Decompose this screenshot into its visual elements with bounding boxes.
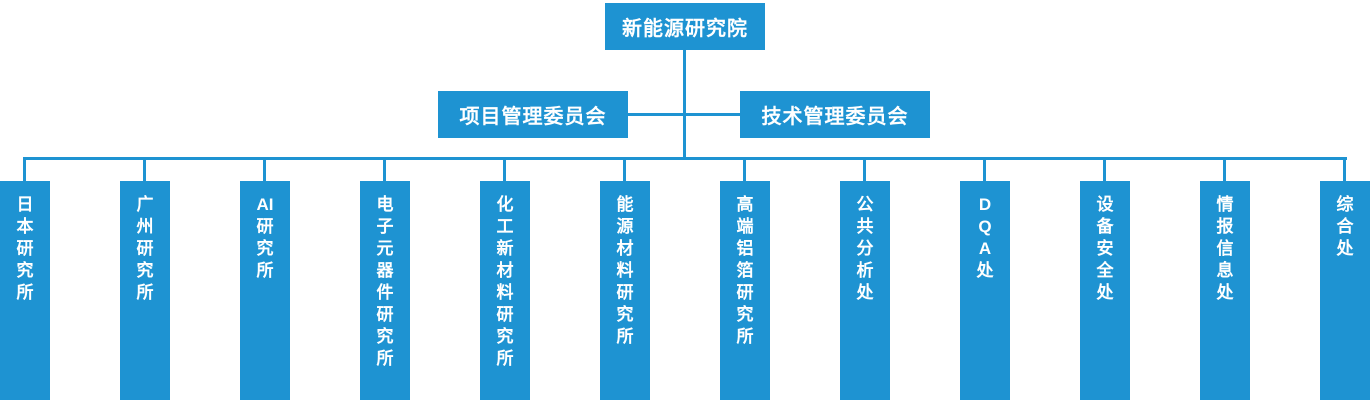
connector-stub-2 [263,157,266,182]
org-node-dept-0: 日 本 研 究 所 [0,181,50,400]
org-node-dept-1: 广 州 研 究 所 [120,181,170,400]
connector-stub-1 [143,157,146,182]
org-node-committee-technology: 技术管理委员会 [740,91,930,138]
connector-stub-9 [1103,157,1106,182]
connector-stub-0 [23,157,26,182]
connector-stub-7 [863,157,866,182]
org-node-dept-11: 综 合 处 [1320,181,1370,400]
org-node-dept-9: 设 备 安 全 处 [1080,181,1130,400]
org-node-dept-6: 高 端 铝 箔 研 究 所 [720,181,770,400]
org-node-dept-3: 电 子 元 器 件 研 究 所 [360,181,410,400]
connector-root-trunk [683,50,686,160]
connector-stub-10 [1223,157,1226,182]
connector-stub-4 [503,157,506,182]
org-node-dept-5: 能 源 材 料 研 究 所 [600,181,650,400]
org-node-dept-7: 公 共 分 析 处 [840,181,890,400]
connector-committees [628,113,740,116]
connector-departments-rail [23,157,1347,160]
connector-stub-5 [623,157,626,182]
org-node-root: 新能源研究院 [605,3,765,50]
org-node-dept-10: 情 报 信 息 处 [1200,181,1250,400]
connector-stub-6 [743,157,746,182]
connector-stub-11 [1343,157,1346,182]
connector-stub-3 [383,157,386,182]
org-node-dept-2: AI 研 究 所 [240,181,290,400]
org-node-committee-project: 项目管理委员会 [438,91,628,138]
org-node-dept-8: D Q A 处 [960,181,1010,400]
connector-stub-8 [983,157,986,182]
org-node-dept-4: 化 工 新 材 料 研 究 所 [480,181,530,400]
